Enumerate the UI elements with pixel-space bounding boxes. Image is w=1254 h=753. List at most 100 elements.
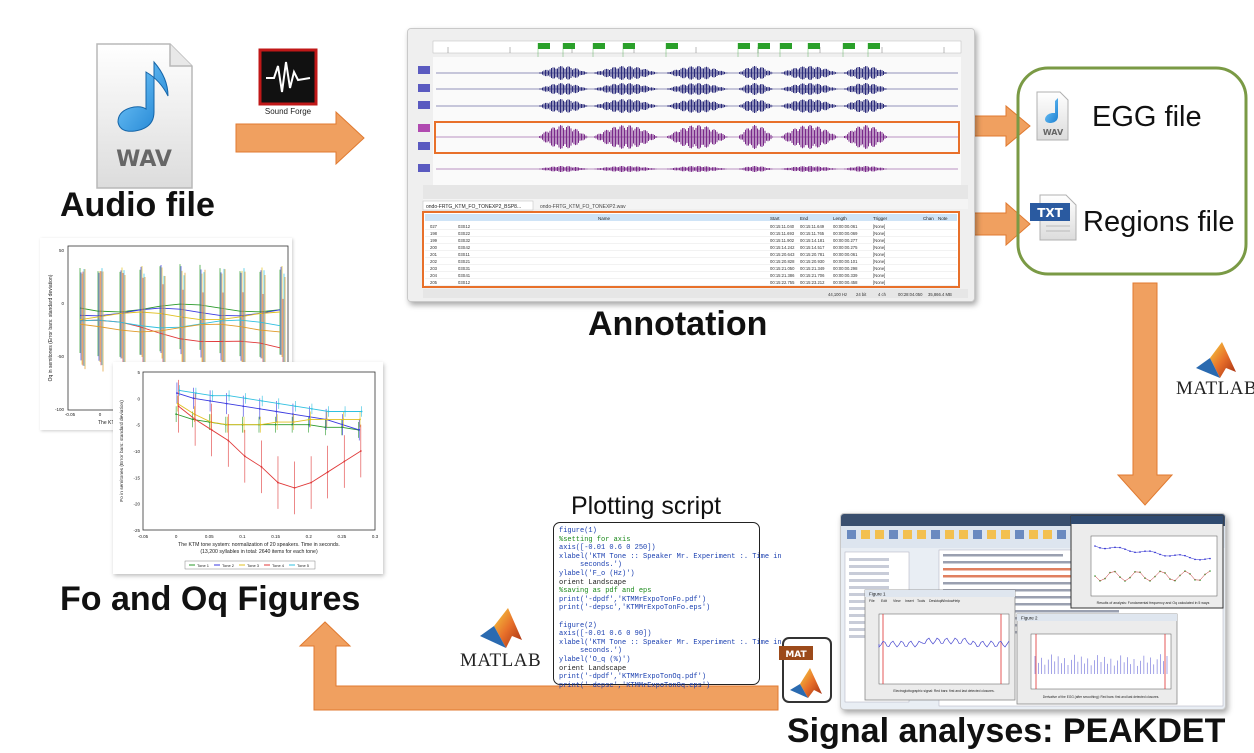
region-flag [666, 43, 678, 49]
table-cell: 202 [430, 259, 438, 264]
x-tick-label: 0.1 [239, 534, 246, 539]
waveform-burst [594, 99, 658, 113]
toolstrip-icon [1001, 530, 1010, 539]
toolstrip-icon [875, 530, 884, 539]
table-cell: 00:15:14.181 [800, 238, 825, 243]
script-line: xlabel('KTM Tone :: Speaker Mr. Experime… [559, 552, 782, 561]
oq-trace [1094, 570, 1211, 582]
annotation-screenshot: ondo-FRTG_KTM_FO_TONEXP2_BSP8... ondo-FR… [407, 28, 975, 302]
x-tick-label: 0.2 [306, 534, 313, 539]
egg-signal-trace [878, 637, 1010, 648]
waveform-burst [739, 125, 773, 149]
region-flag [623, 43, 635, 49]
script-line: print('-dpdf','KTMMrExpoTonOq.pdf') [559, 673, 707, 682]
egg-wav-badge: WAV [1043, 128, 1064, 137]
signal-analyses-label: Signal analyses: PEAKDET [787, 712, 1226, 750]
table-cell: 00:15:11.040 [770, 224, 795, 229]
table-cell: 03S12 [458, 224, 471, 229]
table-cell: 00:00:00.277 [833, 238, 858, 243]
table-cell: 00:00:00.458 [833, 280, 858, 285]
y-tick-label: 0 [61, 301, 64, 306]
tab-file-2[interactable]: ondo-FRTG_KTM_FO_TONEXP2.wav [540, 204, 626, 210]
table-cell: [None] [873, 280, 885, 285]
table-cell: 00:15:22.755 [770, 280, 795, 285]
wav-file-icon: WAV [96, 43, 193, 189]
annotation-label: Annotation [588, 305, 768, 343]
series-line [79, 311, 281, 321]
figure1-menu-item: Insert [905, 599, 914, 603]
track-header [418, 66, 430, 74]
table-cell: [None] [873, 252, 885, 257]
command-line [943, 582, 1131, 585]
table-cell: 00:15:20.828 [770, 259, 795, 264]
legend-label: Tone 1 [197, 563, 210, 568]
region-flag [758, 43, 770, 49]
table-cell: 00:15:11.902 [770, 238, 795, 243]
table-cell: 203 [430, 266, 438, 271]
plotting-script-label: Plotting script [571, 492, 722, 520]
figure1-menu-item: View [893, 599, 901, 603]
series-line [178, 405, 362, 489]
script-line: orient Landscape [559, 578, 627, 587]
mat-file-icon: MAT [779, 637, 832, 703]
fo-oq-figures-label: Fo and Oq Figures [60, 580, 361, 618]
table-cell: 00:15:21.349 [800, 266, 825, 271]
matlab-logo-right [1196, 342, 1236, 378]
fo-trace [1094, 545, 1211, 561]
table-header-cell: Name [598, 216, 611, 221]
script-line: figure(1) [559, 527, 597, 535]
table-cell: 00:00:00.275 [833, 245, 858, 250]
figure2-axes [1030, 633, 1172, 690]
y-tick-label: 0 [137, 396, 140, 401]
figure-caption: (13,200 syllables in total: 2640 items f… [200, 549, 318, 555]
region-flag [738, 43, 750, 49]
annotation-canvas: ondo-FRTG_KTM_FO_TONEXP2_BSP8... ondo-FR… [408, 29, 974, 301]
command-line [943, 610, 1119, 613]
command-line [943, 589, 1088, 592]
figure1-titlebar [865, 590, 1015, 597]
waveform-burst [781, 83, 838, 95]
script-line: axis([-0.01 0.6 0 250]) [559, 544, 656, 553]
waveform-burst [781, 66, 838, 80]
legend-label: Tone 2 [222, 563, 235, 568]
track-header [418, 142, 430, 150]
table-header-cell: Trigger [873, 216, 888, 221]
track-header [418, 164, 430, 172]
script-line: figure(2) [559, 621, 597, 630]
table-cell: [None] [873, 238, 885, 243]
series-line [177, 403, 361, 426]
matlab-logo-left [480, 608, 522, 648]
waveform-burst [781, 125, 838, 149]
table-cell: 00:15:21.050 [770, 266, 795, 271]
figure2-caption: Derivative of the EGG (after smoothing):… [1043, 695, 1160, 699]
table-cell: 00:15:11.765 [800, 231, 825, 236]
table-header-cell: Length [833, 216, 847, 221]
table-cell: 00:15:11.693 [770, 231, 795, 236]
table-cell: 200 [430, 245, 438, 250]
waveform-burst [539, 166, 588, 172]
figure1-menu-item: File [869, 599, 875, 603]
waveform-burst [594, 166, 658, 172]
x-tick-label: 0.25 [337, 534, 346, 539]
track-header [418, 124, 430, 132]
table-cell: 00:15:21.706 [800, 273, 825, 278]
y-axis-label: Fo in semitones (Error bars: standard de… [119, 400, 125, 502]
waveform-burst [844, 125, 887, 149]
waveform-burst [844, 99, 887, 113]
y-tick-label: -10 [133, 449, 140, 454]
table-cell: 00:00:00.061 [833, 252, 858, 257]
tab-file-1[interactable]: ondo-FRTG_KTM_FO_TONEXP2_BSP8... [426, 204, 521, 210]
region-flag [808, 43, 820, 49]
series-line [179, 389, 362, 412]
figure2-titlebar [1017, 614, 1177, 621]
series-line [176, 392, 360, 431]
arrow-audio-to-annotation [235, 110, 365, 166]
table-cell: [None] [873, 273, 885, 278]
toolstrip-icon [889, 530, 898, 539]
music-note-icon [117, 60, 169, 132]
sound-forge-icon [258, 48, 318, 106]
status-cell: 35,866.4 MB [928, 292, 952, 297]
folder-entry [849, 572, 889, 575]
figure1-menu-item: Desktop [929, 599, 942, 603]
